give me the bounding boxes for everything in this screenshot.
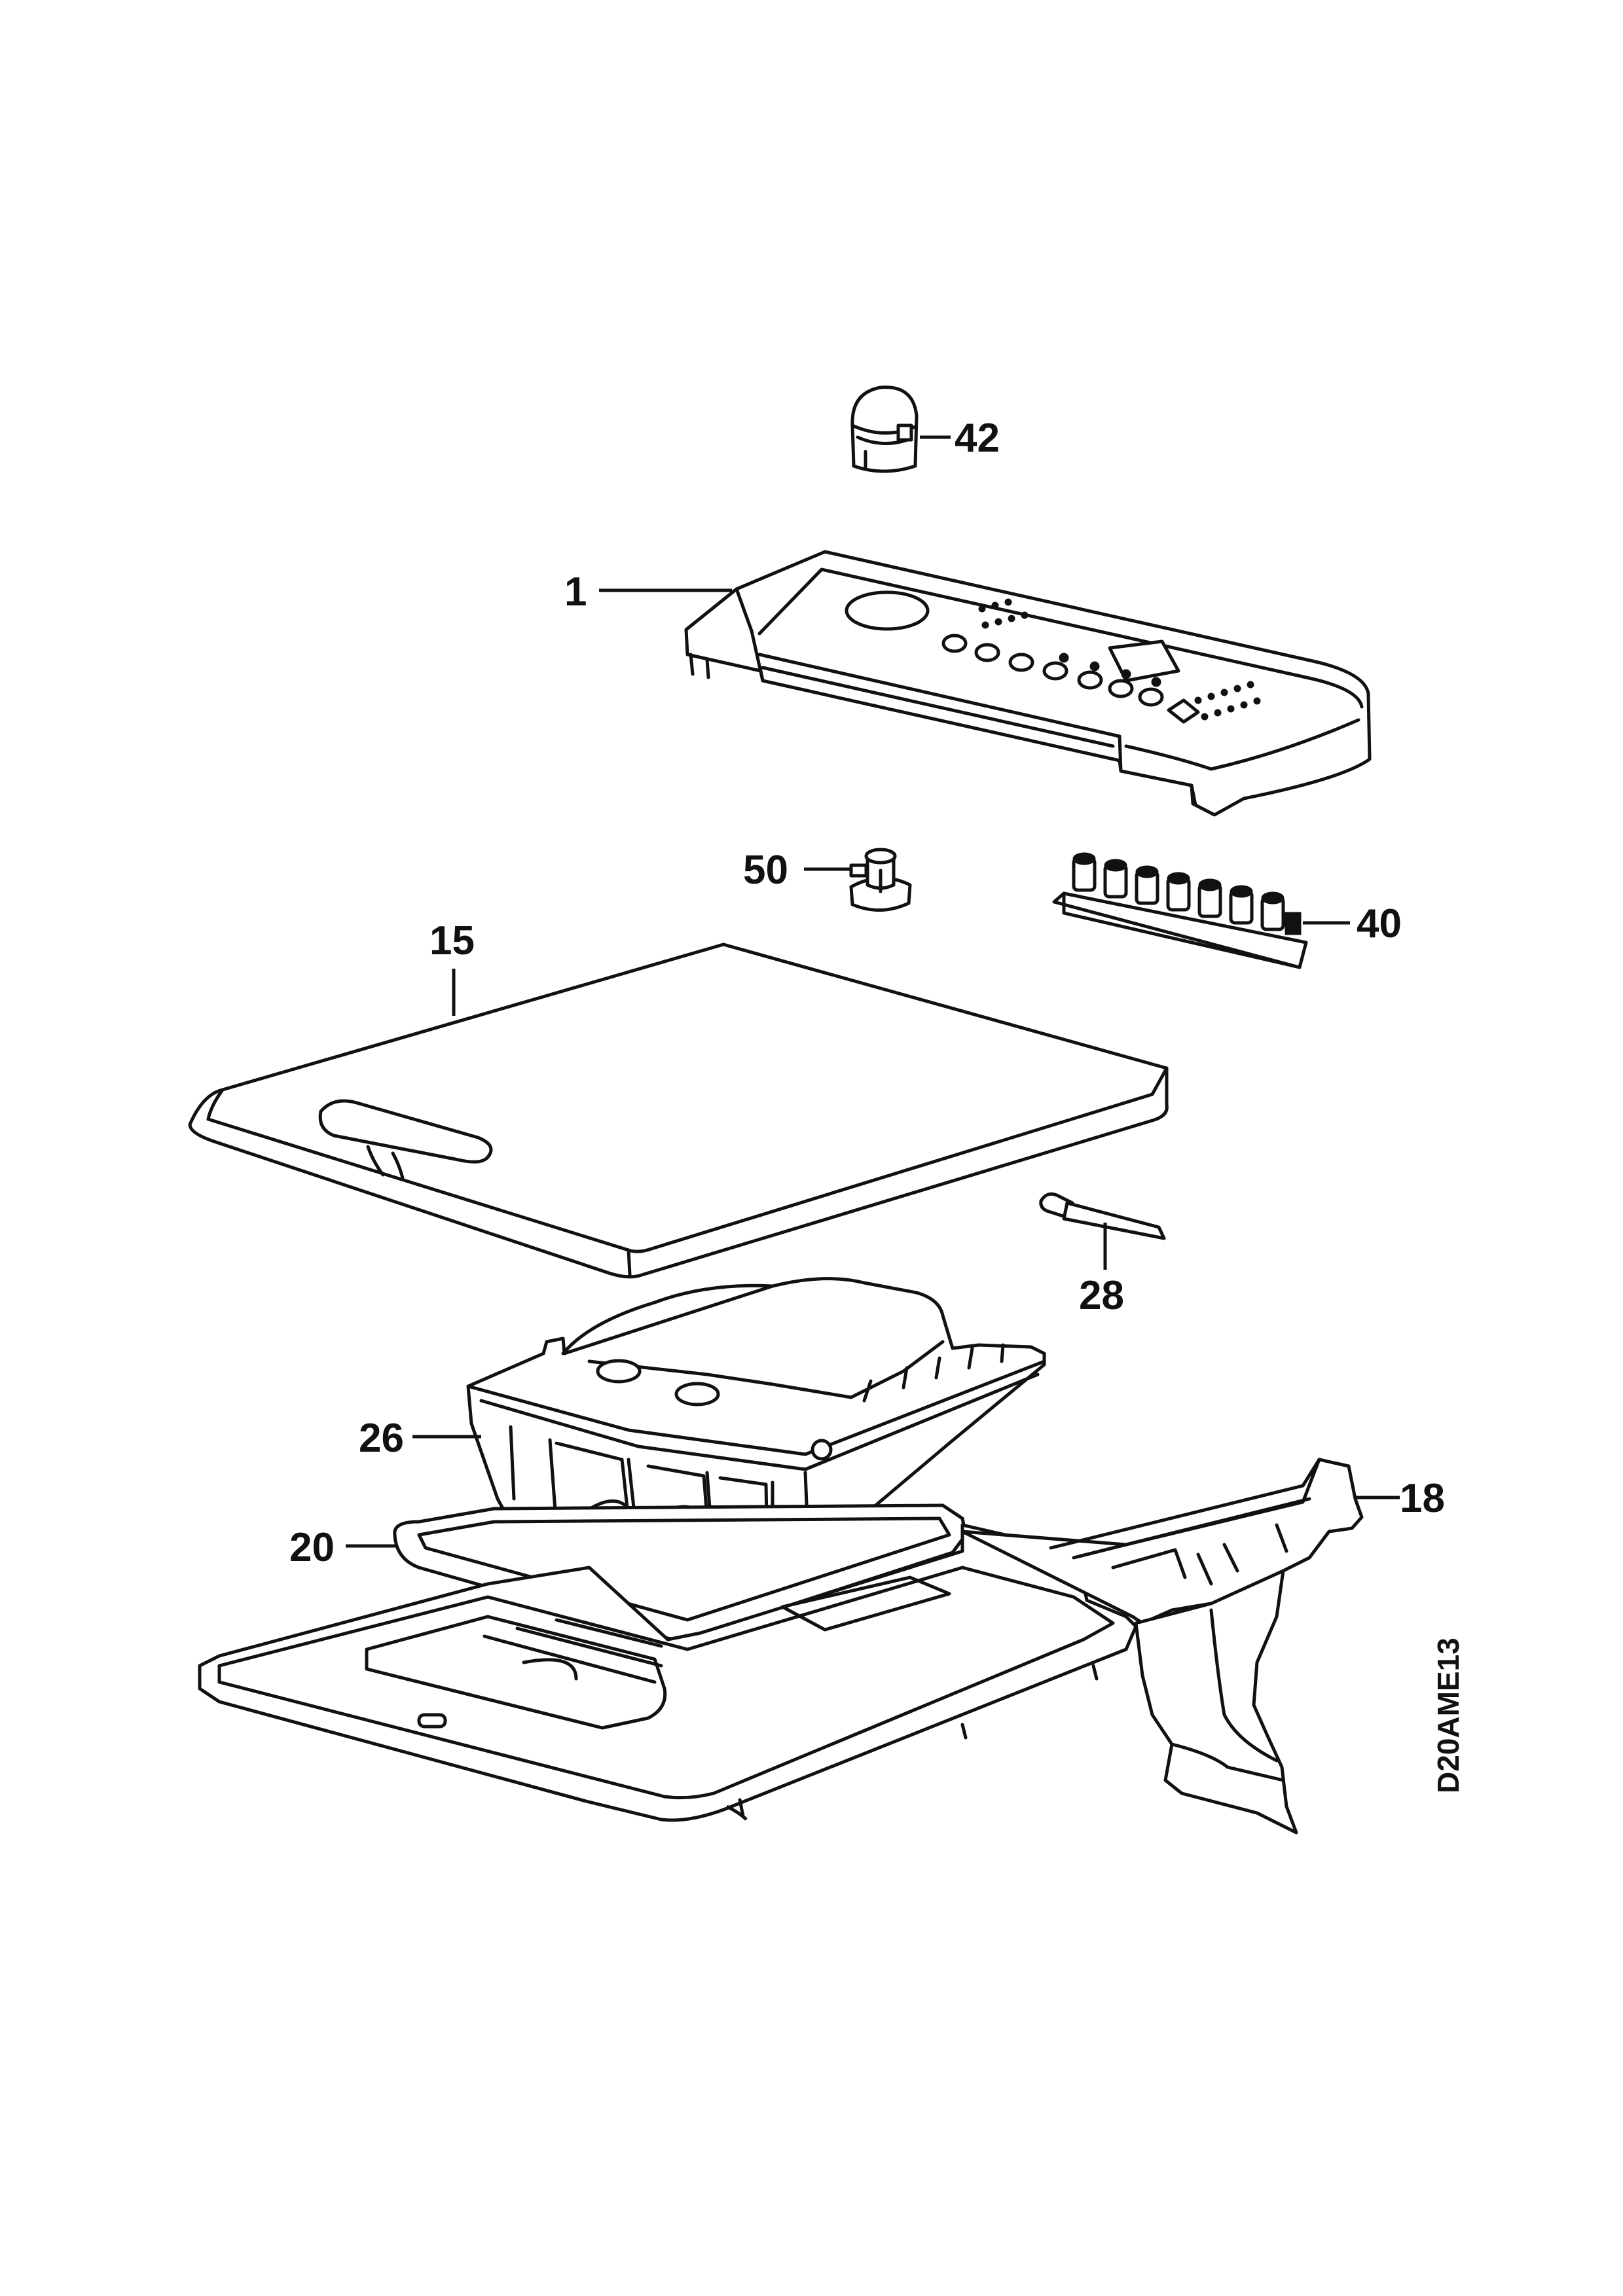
part-15-lid-drawing [188,942,1169,1279]
part-label-26: 26 [359,1416,404,1461]
part-18-frame-drawing [198,1458,1364,1835]
part-label-50: 50 [743,848,788,893]
part-label-15: 15 [429,918,475,963]
part-label-28: 28 [1079,1273,1124,1318]
part-1-control-panel-drawing [684,550,1372,817]
part-label-1: 1 [564,569,587,615]
part-42-knob-drawing [850,386,919,473]
part-label-18: 18 [1400,1476,1445,1521]
part-40-switch-board-drawing [1052,852,1308,969]
part-50-valve-drawing [849,848,912,912]
part-label-40: 40 [1357,901,1402,946]
part-28-pin-drawing [1039,1192,1166,1240]
part-26-dispenser-drawing [466,1277,1046,1570]
part-label-42: 42 [955,416,1000,461]
part-label-20: 20 [289,1525,335,1570]
drawing-code: D20AME13 [1431,1638,1465,1793]
